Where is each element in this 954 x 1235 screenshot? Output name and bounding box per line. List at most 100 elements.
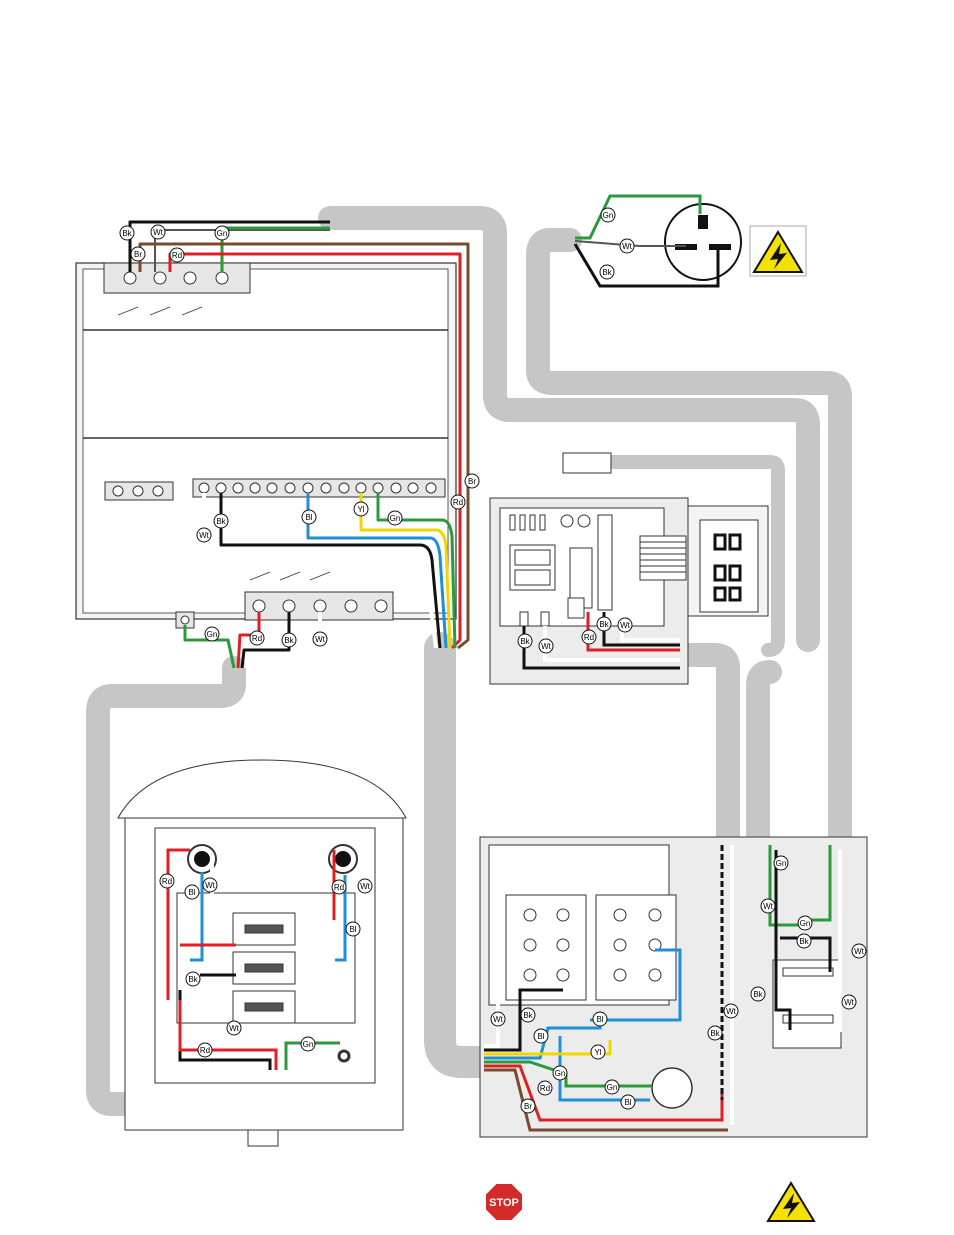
junction-box — [480, 837, 867, 1137]
svg-text:Rd: Rd — [453, 498, 463, 507]
svg-text:Bk: Bk — [599, 620, 609, 629]
svg-text:Bk: Bk — [710, 1029, 720, 1038]
wire-label-bl-junction-2: Bl — [534, 1029, 548, 1043]
svg-text:Bl: Bl — [349, 925, 356, 934]
svg-text:Wt: Wt — [844, 998, 855, 1007]
wire-label-br: Br — [131, 247, 145, 261]
svg-text:Gn: Gn — [607, 1083, 618, 1092]
wire-label-bk-junction-2: Bk — [708, 1026, 722, 1040]
svg-text:Gn: Gn — [217, 229, 228, 238]
svg-text:Gn: Gn — [207, 630, 218, 639]
svg-text:Gn: Gn — [390, 514, 401, 523]
wire-label-rd-2: Rd — [451, 495, 465, 509]
wire-label-yl: Yl — [354, 502, 368, 516]
wire-label-wt-board: Wt — [539, 639, 553, 653]
wire-label-bk-junction-3: Bk — [797, 934, 811, 948]
svg-text:Rd: Rd — [334, 883, 344, 892]
wire-label-wt-heater: Wt — [203, 878, 217, 892]
svg-text:Bk: Bk — [284, 636, 294, 645]
svg-text:Wt: Wt — [541, 642, 552, 651]
wire-label-wt: Wt — [151, 225, 165, 239]
wire-label-wt-3: Wt — [313, 632, 327, 646]
svg-text:Rd: Rd — [162, 877, 172, 886]
wire-label-bl-heater: Bl — [185, 885, 199, 899]
wire-label-yl-junction: Yl — [591, 1045, 605, 1059]
svg-text:Wt: Wt — [726, 1007, 737, 1016]
stop-sign-icon: STOP — [485, 1183, 523, 1221]
warning-sign-top — [750, 226, 806, 276]
wire-label-bk-2: Bk — [214, 514, 228, 528]
svg-text:Bl: Bl — [624, 1098, 631, 1107]
svg-text:Yl: Yl — [357, 505, 364, 514]
svg-text:Wt: Wt — [493, 1015, 504, 1024]
wire-label-bl-junction: Bl — [593, 1012, 607, 1026]
wire-label-rd-heater-3: Rd — [198, 1043, 212, 1057]
wire-label-rd-3: Rd — [250, 631, 264, 645]
wire-label-bl-junction-3: Bl — [621, 1095, 635, 1109]
svg-text:Rd: Rd — [172, 251, 182, 260]
wire-label-wt-junction-3: Wt — [761, 899, 775, 913]
wire-label-bl: Bl — [302, 510, 316, 524]
svg-text:Gn: Gn — [303, 1040, 314, 1049]
svg-text:Bl: Bl — [305, 513, 312, 522]
svg-text:Wt: Wt — [199, 531, 210, 540]
wire-label-br-junction: Br — [521, 1099, 535, 1113]
svg-text:Wt: Wt — [315, 635, 326, 644]
svg-text:Gn: Gn — [800, 919, 811, 928]
svg-text:Bk: Bk — [216, 517, 226, 526]
svg-text:Wt: Wt — [229, 1024, 240, 1033]
wire-label-rd: Rd — [170, 248, 184, 262]
svg-text:Wt: Wt — [854, 947, 865, 956]
wire-label-wt-junction-5: Wt — [842, 995, 856, 1009]
wire-label-wt-board-2: Wt — [618, 618, 632, 632]
heater-relays — [233, 913, 295, 1023]
wire-label-bk-heater: Bk — [186, 972, 200, 986]
warning-sign-bottom — [768, 1183, 814, 1221]
svg-text:Wt: Wt — [205, 881, 216, 890]
svg-text:Yl: Yl — [594, 1048, 601, 1057]
svg-text:Bl: Bl — [188, 888, 195, 897]
svg-text:Rd: Rd — [252, 634, 262, 643]
svg-text:Gn: Gn — [603, 211, 614, 220]
wire-label-bk: Bk — [120, 226, 134, 240]
svg-text:Rd: Rd — [200, 1046, 210, 1055]
wire-label-wt-heater-3: Wt — [227, 1021, 241, 1035]
svg-text:Bk: Bk — [602, 268, 612, 277]
power-plug — [665, 204, 741, 280]
svg-text:Gn: Gn — [776, 859, 787, 868]
wire-label-bk-board: Bk — [518, 634, 532, 648]
control-box — [76, 263, 456, 628]
wire-label-gn: Gn — [215, 226, 229, 240]
stop-sign-text: STOP — [489, 1197, 519, 1209]
svg-text:Wt: Wt — [622, 242, 633, 251]
svg-text:Br: Br — [468, 477, 476, 486]
wire-label-bk-junction-4: Bk — [751, 987, 765, 1001]
wire-label-rd-board: Rd — [582, 630, 596, 644]
svg-text:Rd: Rd — [584, 633, 594, 642]
svg-text:Bk: Bk — [799, 937, 809, 946]
svg-text:Wt: Wt — [153, 228, 164, 237]
wire-label-wt-plug: Wt — [620, 239, 634, 253]
wire-label-gn-junction-3: Gn — [774, 856, 788, 870]
wire-label-bk-3: Bk — [282, 633, 296, 647]
wire-label-bk-board-2: Bk — [597, 617, 611, 631]
wire-label-wt-junction-4: Wt — [852, 944, 866, 958]
svg-text:Wt: Wt — [360, 882, 371, 891]
wire-label-gn-heater: Gn — [301, 1037, 315, 1051]
svg-text:Br: Br — [134, 250, 142, 259]
svg-text:Bk: Bk — [523, 1011, 533, 1020]
wire-label-bk-plug: Bk — [600, 265, 614, 279]
svg-text:Bk: Bk — [753, 990, 763, 999]
wire-label-rd-junction: Rd — [538, 1081, 552, 1095]
wire-label-wt-junction-2: Wt — [724, 1004, 738, 1018]
svg-text:Gn: Gn — [555, 1069, 566, 1078]
wire-label-gn-junction-4: Gn — [798, 916, 812, 930]
svg-text:Bk: Bk — [122, 229, 132, 238]
wire-label-wt-junction: Wt — [491, 1012, 505, 1026]
svg-text:Wt: Wt — [763, 902, 774, 911]
conduit-center-vertical — [440, 648, 484, 1062]
svg-text:Bl: Bl — [537, 1032, 544, 1041]
svg-text:Bk: Bk — [188, 975, 198, 984]
wire-label-gn-2: Gn — [388, 511, 402, 525]
